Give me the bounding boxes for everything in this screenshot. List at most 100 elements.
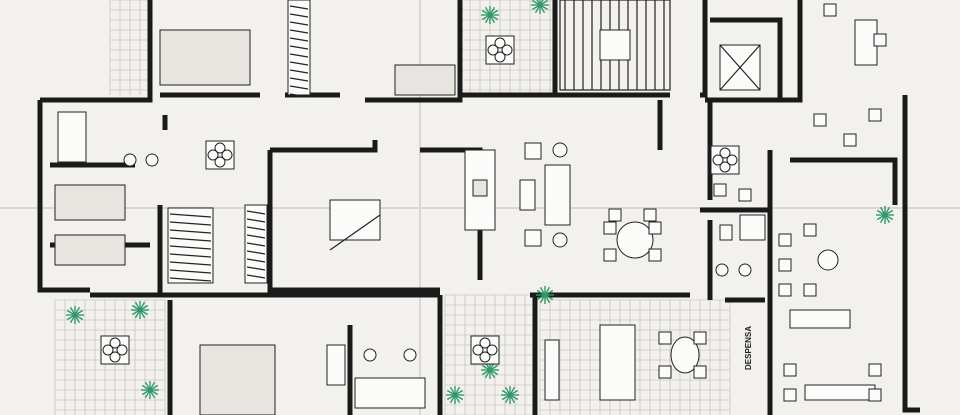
- planter-flower: [479, 337, 491, 349]
- plant-leaf: [139, 309, 146, 319]
- chair: [778, 233, 792, 247]
- plant-leaf: [539, 0, 544, 6]
- chair: [783, 363, 797, 377]
- plant-leaf: [144, 381, 151, 391]
- plant-leaf: [481, 9, 491, 16]
- plant-leaf: [454, 394, 461, 404]
- elevator-shafts: [464, 44, 761, 231]
- planter-flower: [501, 44, 513, 56]
- wardrobe-hanger: [169, 277, 212, 282]
- pantry-label: DESPENSA: [744, 326, 753, 370]
- plant-leaf: [884, 206, 891, 216]
- wardrobe-hanger: [289, 5, 309, 10]
- wardrobes: [167, 0, 311, 284]
- chair: [693, 365, 707, 379]
- planter-flower: [221, 149, 233, 161]
- plant-leaf: [544, 286, 551, 296]
- planter-flower: [102, 344, 114, 356]
- plant-leaf: [531, 0, 541, 6]
- wardrobe-hanger: [169, 261, 212, 266]
- plant-leaf: [539, 4, 546, 14]
- wardrobe-hanger: [169, 253, 212, 258]
- plant-leaf: [139, 301, 146, 311]
- chair: [693, 331, 707, 345]
- chair: [648, 248, 662, 262]
- staircase: [559, 0, 671, 91]
- plant-leaf: [539, 4, 549, 11]
- wardrobe-hanger: [246, 218, 266, 223]
- plant-leaf: [536, 0, 541, 6]
- plant-icon: [481, 6, 499, 24]
- plant-leaf: [69, 314, 76, 324]
- walls: [37, 0, 920, 415]
- planter-flower: [472, 344, 484, 356]
- plant-leaf: [884, 214, 894, 221]
- wardrobe-hanger: [246, 234, 266, 239]
- plant-leaf: [484, 14, 491, 24]
- plant-leaf: [149, 389, 159, 396]
- plant-leaf: [884, 214, 891, 224]
- plant-leaf: [504, 394, 511, 404]
- chair: [803, 223, 817, 237]
- wardrobe-hanger: [289, 45, 309, 50]
- wardrobe-hanger: [169, 245, 212, 250]
- plant-leaf: [74, 309, 84, 316]
- plant-leaf: [481, 369, 491, 376]
- plant-leaf: [446, 394, 456, 401]
- wardrobe-hanger: [289, 29, 309, 34]
- chair: [658, 365, 672, 379]
- planter-icon: [485, 35, 515, 65]
- plant-icon: [141, 381, 159, 399]
- plant-leaf: [449, 394, 456, 404]
- plant-leaf: [149, 384, 159, 391]
- plant-leaf: [539, 0, 549, 6]
- plant-icon: [66, 306, 84, 324]
- wardrobe-hanger: [246, 266, 266, 271]
- plant-leaf: [489, 14, 496, 24]
- wardrobe-hanger: [246, 250, 266, 255]
- plant-icon: [131, 301, 149, 319]
- chair: [778, 258, 792, 272]
- plant-icon: [536, 286, 554, 304]
- plant-leaf: [876, 209, 886, 216]
- chair: [843, 133, 857, 147]
- plant-leaf: [141, 389, 151, 396]
- planter-icon: [470, 335, 500, 365]
- plant-leaf: [74, 314, 81, 324]
- chair: [738, 188, 752, 202]
- chair: [713, 183, 727, 197]
- plant-leaf: [489, 369, 499, 376]
- wardrobe-hanger: [289, 93, 309, 98]
- chair: [778, 283, 792, 297]
- plant-leaf: [539, 286, 546, 296]
- wardrobe-hanger: [246, 226, 266, 231]
- plant-leaf: [131, 304, 141, 311]
- plant-leaf: [536, 294, 546, 301]
- plant-leaf: [139, 309, 149, 316]
- wardrobe-hanger: [246, 274, 266, 279]
- planter-icon: [100, 335, 130, 365]
- chair: [868, 108, 882, 122]
- plant-leaf: [489, 14, 499, 21]
- chair: [873, 33, 887, 47]
- plant-leaf: [69, 306, 76, 316]
- plant-leaf: [501, 394, 511, 401]
- planter-flower: [494, 37, 506, 49]
- chair: [643, 208, 657, 222]
- plant-leaf: [509, 389, 519, 396]
- beds: [54, 29, 456, 415]
- plant-leaf: [876, 214, 886, 221]
- plant-leaf: [131, 309, 141, 316]
- planter-flower: [719, 161, 731, 173]
- plant-leaf: [509, 394, 516, 404]
- planter-flower: [487, 44, 499, 56]
- plant-leaf: [454, 386, 461, 396]
- plant-leaf: [446, 389, 456, 396]
- plant-leaf: [74, 306, 81, 316]
- plant-leaf: [489, 9, 499, 16]
- wardrobe-hanger: [246, 258, 266, 263]
- plant-leaf: [149, 381, 156, 391]
- plant-leaf: [66, 309, 76, 316]
- chair: [608, 208, 622, 222]
